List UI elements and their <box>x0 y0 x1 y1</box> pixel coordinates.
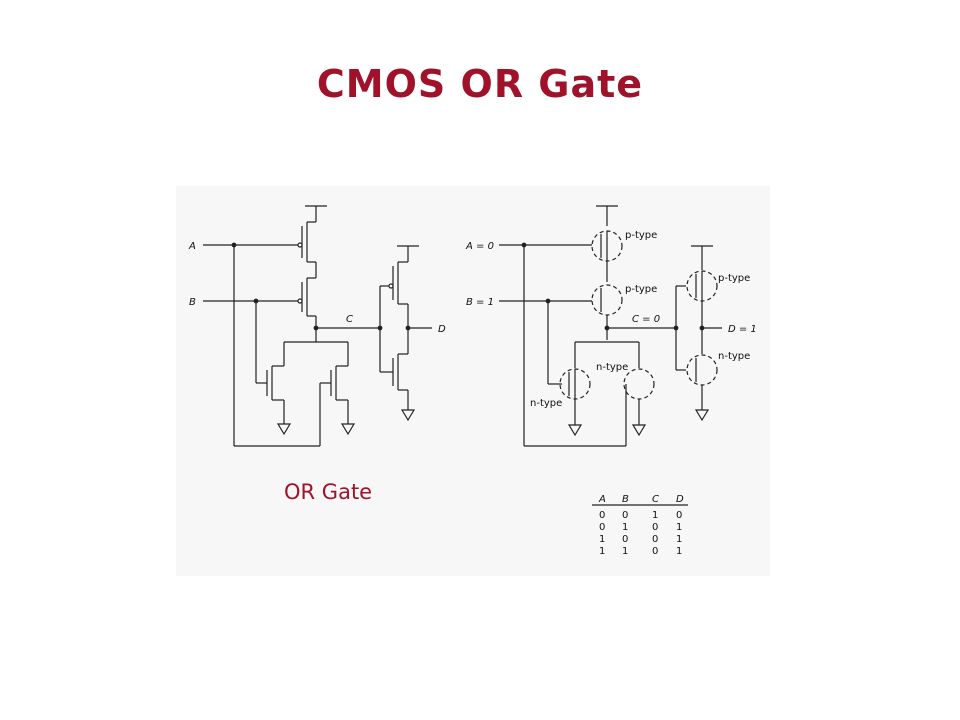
truth-table-cell: 0 <box>622 510 628 521</box>
right-input-a-label: A = 0 <box>465 241 494 252</box>
truth-table-cell: 0 <box>599 522 605 533</box>
right-output-d-label: D = 1 <box>728 324 757 335</box>
truth-table-cell: 1 <box>652 510 658 521</box>
slide-title: CMOS OR Gate <box>316 62 644 106</box>
truth-table-cell: 1 <box>622 546 628 557</box>
right-input-b-label: B = 1 <box>466 297 494 308</box>
truth-table-cell: 0 <box>652 534 658 545</box>
pull-down-left-type-label: n-type <box>530 398 562 409</box>
inverter-p-type-label: p-type <box>718 273 750 284</box>
truth-table-cell: 1 <box>599 534 605 545</box>
truth-table-header: A <box>598 494 606 505</box>
pull-down-right-type-label: n-type <box>596 362 628 373</box>
truth-table-cell: 0 <box>652 546 658 557</box>
pull-up-top-type-label: p-type <box>625 230 657 241</box>
truth-table-cell: 0 <box>676 510 682 521</box>
truth-table-cell: 0 <box>599 510 605 521</box>
right-node-c-label: C = 0 <box>632 314 660 325</box>
figure-panel <box>176 186 770 576</box>
left-input-a-label: A <box>188 241 196 252</box>
truth-table-cell: 1 <box>622 522 628 533</box>
truth-table: A B C D 0 0 1 0 0 1 0 1 1 0 0 1 1 1 0 1 <box>598 494 684 557</box>
left-input-b-label: B <box>189 297 196 308</box>
truth-table-header: B <box>622 494 629 505</box>
truth-table-cell: 1 <box>676 546 682 557</box>
left-node-c-label: C <box>346 314 353 325</box>
inverter-n-type-label: n-type <box>718 351 750 362</box>
truth-table-cell: 0 <box>652 522 658 533</box>
left-output-d-label: D <box>438 324 446 335</box>
truth-table-header: D <box>676 494 684 505</box>
right-circuit <box>499 205 722 447</box>
figure-caption: OR Gate <box>284 480 373 504</box>
truth-table-cell: 1 <box>676 522 682 533</box>
truth-table-cell: 1 <box>599 546 605 557</box>
pull-up-mid-type-label: p-type <box>625 284 657 295</box>
truth-table-cell: 0 <box>622 534 628 545</box>
left-circuit <box>203 205 432 447</box>
truth-table-cell: 1 <box>676 534 682 545</box>
truth-table-header: C <box>652 494 659 505</box>
